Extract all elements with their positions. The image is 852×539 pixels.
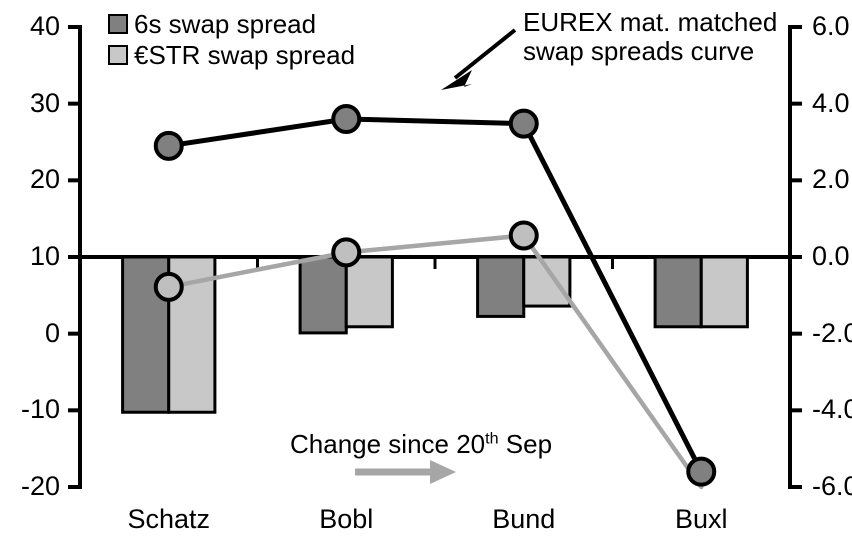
legend-swatch-estr xyxy=(108,44,128,65)
line-eurex-curve xyxy=(166,116,704,475)
right-axis-tick-6: -6.0 xyxy=(812,471,852,501)
marker-eurex-bund xyxy=(508,108,539,139)
marker-eurex-buxl xyxy=(686,456,717,487)
legend-swatch-6s xyxy=(108,13,128,34)
annotation-change-suffix: Sep xyxy=(498,429,553,459)
right-axis-tick-2: 2.0 xyxy=(812,164,850,195)
left-axis-tick-0: 40 xyxy=(29,11,60,41)
left-axis-tick-4: 0 xyxy=(44,317,60,348)
left-axis-tick-6: -20 xyxy=(20,471,60,501)
bar-bund-6s xyxy=(476,255,526,318)
annotation-eurex-curve-line2: swap spreads curve xyxy=(523,36,755,67)
right-axis-tick-3: 0.0 xyxy=(812,241,850,271)
left-axis-tick-5: -10 xyxy=(20,394,60,425)
marker-eurex-bobl xyxy=(331,104,362,134)
bar-buxl-6s xyxy=(653,255,703,329)
marker-estr-bobl xyxy=(331,237,362,268)
right-axis-tick-5: -4.0 xyxy=(812,394,852,425)
annotation-change-since: Change since 20th Sep xyxy=(290,429,553,459)
legend-label-6s: 6s swap spread xyxy=(134,8,317,39)
annotation-arrow-change xyxy=(430,460,456,484)
left-axis-tick-2: 20 xyxy=(29,164,60,195)
category-label-buxl: Buxl xyxy=(674,504,728,534)
legend-item-estr: €STR swap spread xyxy=(108,39,355,70)
marker-eurex-schatz xyxy=(153,130,184,161)
legend-label-estr: €STR swap spread xyxy=(134,39,356,70)
annotation-change-prefix: Change since 20 xyxy=(290,429,486,459)
marker-estr-schatz xyxy=(153,271,184,302)
legend: 6s swap spread €STR swap spread xyxy=(108,8,355,70)
category-label-bund: Bund xyxy=(492,504,556,534)
lines-group xyxy=(153,104,717,490)
annotation-arrows-group xyxy=(355,28,517,484)
bar-buxl-estr xyxy=(699,255,749,329)
annotation-change-sup: th xyxy=(485,429,499,448)
bars-group xyxy=(121,255,749,414)
right-axis-tick-4: -2.0 xyxy=(812,317,852,348)
right-axis-tick-0: 6.0 xyxy=(812,11,850,41)
annotation-eurex-curve-line1: EUREX mat. matched xyxy=(523,7,778,37)
category-label-bobl: Bobl xyxy=(319,504,374,534)
left-axis-tick-3: 10 xyxy=(29,241,60,271)
annotation-eurex-curve: EUREX mat. matched swap spreads curve xyxy=(523,7,778,67)
legend-item-6s: 6s swap spread xyxy=(108,8,355,39)
left-axis-tick-1: 30 xyxy=(29,87,60,118)
line-estr-curve xyxy=(166,233,704,490)
bar-bobl-estr xyxy=(344,255,394,329)
category-label-schatz: Schatz xyxy=(127,504,211,534)
bar-bobl-6s xyxy=(298,255,348,335)
marker-estr-bund xyxy=(508,220,539,251)
right-axis-tick-1: 4.0 xyxy=(812,87,850,118)
